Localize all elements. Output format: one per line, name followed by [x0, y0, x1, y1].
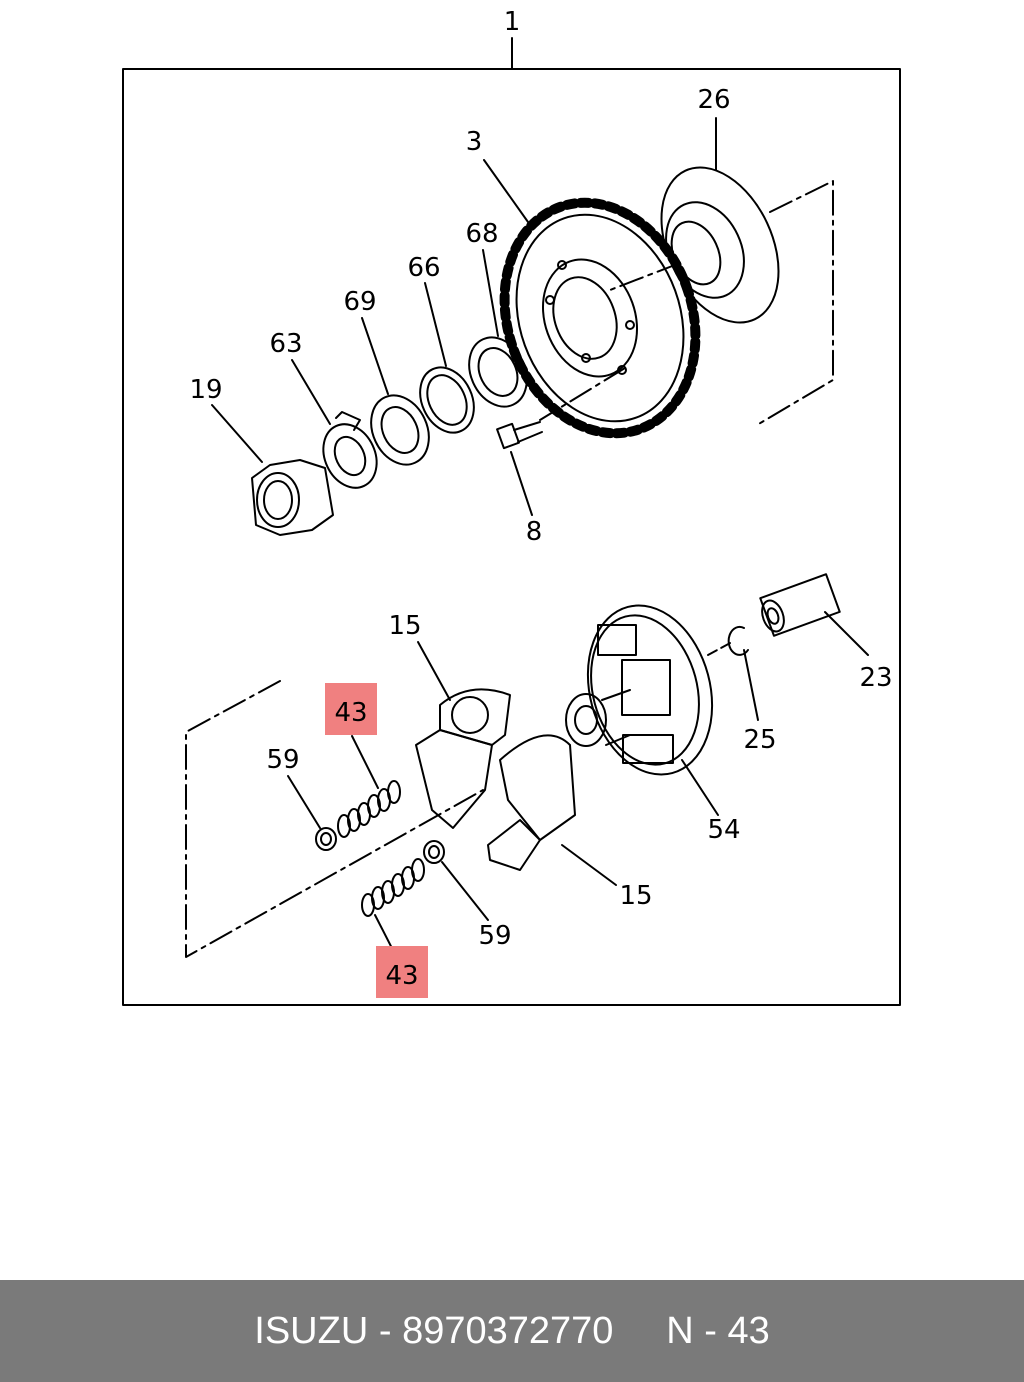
assembly-bracket-top	[756, 180, 834, 426]
ref-prefix: N	[666, 1309, 694, 1352]
ref-number: 43	[727, 1309, 770, 1352]
part-number: 8970372770	[402, 1309, 614, 1352]
leader-68	[482, 249, 499, 337]
highlight-43-lower	[376, 946, 428, 998]
flyweight-part-15-upper	[415, 688, 511, 829]
diagram-frame	[122, 68, 901, 1006]
washer-part-66	[419, 366, 475, 434]
callout-54: 54	[707, 815, 740, 845]
callout-25: 25	[743, 725, 776, 755]
callout-19: 19	[189, 375, 222, 405]
spring-part-43-upper	[337, 780, 401, 838]
assembly-bracket-bottom	[185, 680, 484, 958]
flyweight-part-15-lower	[487, 734, 576, 871]
callout-69: 69	[343, 287, 376, 317]
callout-1: 1	[504, 7, 521, 37]
pin-part-23	[759, 573, 841, 637]
callout-8: 8	[526, 517, 543, 547]
leader-3	[483, 159, 529, 223]
washer-part-59-lower	[423, 840, 445, 864]
callout-66: 66	[407, 253, 440, 283]
lock-washer-part-63	[322, 411, 378, 489]
callout-23: 23	[859, 663, 892, 693]
highlight-43-upper	[325, 683, 377, 735]
callout-43-upper: 43	[334, 698, 367, 728]
leader-54	[681, 759, 719, 816]
washer-part-59-upper	[315, 827, 337, 851]
leader-43a	[351, 735, 379, 789]
leader-8	[510, 451, 533, 516]
leader-15b	[561, 844, 617, 886]
callout-63: 63	[269, 329, 302, 359]
callout-3: 3	[466, 127, 483, 157]
leader-23	[824, 611, 869, 656]
leader-63	[291, 359, 331, 425]
leader-25	[743, 649, 759, 721]
spring-part-43-lower	[361, 858, 425, 917]
leader-69	[361, 317, 389, 395]
brand-label: ISUZU	[254, 1309, 369, 1352]
axis-line-25	[707, 641, 733, 656]
callout-68: 68	[465, 219, 498, 249]
part-info-footer: ISUZU - 8970372770 N - 43	[0, 1280, 1024, 1382]
leader-59b	[441, 861, 489, 921]
brand-separator: -	[378, 1309, 392, 1352]
washer-part-69	[370, 394, 430, 466]
nut-part-19	[251, 459, 334, 536]
callout-43-lower: 43	[385, 961, 418, 991]
callout-59-upper: 59	[266, 745, 299, 775]
leader-15a	[417, 641, 451, 701]
callout-15-upper: 15	[388, 611, 421, 641]
washer-part-68	[468, 336, 528, 408]
gear-part-3	[499, 197, 701, 439]
hub-part-26	[609, 166, 780, 324]
callout-59-lower: 59	[478, 921, 511, 951]
callout-26: 26	[697, 85, 730, 115]
hub-body-part-54	[565, 604, 714, 776]
bolt-part-8	[496, 421, 543, 450]
leader-19	[211, 404, 263, 463]
leader-66	[424, 282, 447, 367]
leader-59a	[287, 775, 321, 829]
ref-separator: -	[704, 1309, 717, 1352]
parts-diagram: 1 26 3 68 66 69 63 19 8 15 23 25 54 15 5…	[122, 7, 901, 1006]
callout-15-lower: 15	[619, 881, 652, 911]
